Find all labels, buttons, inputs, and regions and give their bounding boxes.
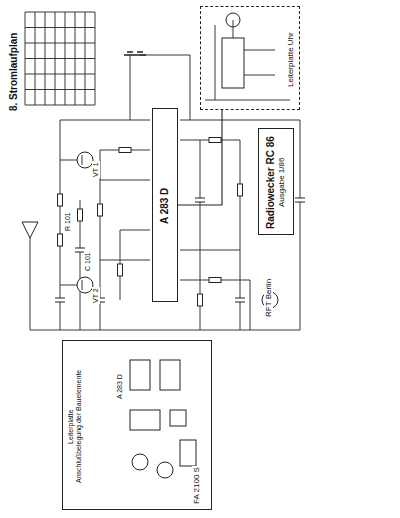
wire (82, 280, 83, 290)
resistor-symbol (119, 148, 131, 153)
wire (60, 285, 77, 286)
pinout-symbol (170, 410, 186, 426)
wire (60, 160, 77, 161)
resistor-symbol (238, 184, 243, 196)
wire (100, 260, 150, 261)
wire (300, 120, 301, 330)
pinout-symbol (130, 360, 150, 390)
resistor-symbol (78, 209, 83, 221)
transistor-symbol (77, 277, 93, 293)
wire (82, 155, 83, 165)
resistor-symbol (209, 278, 221, 283)
wire (25, 89, 95, 90)
capacitor-symbol (195, 198, 205, 202)
wire (25, 27, 95, 28)
wire (244, 50, 275, 51)
wire (25, 58, 95, 59)
transistor-symbol (226, 13, 240, 27)
wire (244, 75, 275, 76)
component-label: FA 2100 S (192, 466, 201, 505)
pinout-symbol (157, 462, 173, 478)
wire (60, 120, 150, 121)
wire (180, 280, 250, 330)
node-text: Anschlußbelegung der Bauelemente (75, 367, 83, 484)
wire (25, 43, 95, 44)
node-text: Radiowecker RC 86 (265, 134, 277, 231)
transistor-symbol (77, 152, 93, 168)
node-text: Ausgabe 1/86 (277, 156, 287, 209)
board-outline: Leiterplatte Uhr (200, 6, 300, 110)
wire (30, 330, 60, 331)
wire (25, 74, 95, 75)
battery-symbol (124, 52, 146, 55)
pinout-panel: LeiterplatteAnschlußbelegung der Bauelem… (62, 340, 212, 510)
wire (120, 230, 150, 231)
capacitor-symbol (295, 198, 305, 202)
resistor-symbol (198, 294, 203, 306)
node-text: A 283 D (159, 186, 171, 226)
wire (233, 20, 234, 38)
resistor-symbol (118, 264, 123, 276)
component-label: R 101 (64, 211, 72, 232)
component-label: RFT Berlin (264, 278, 273, 318)
ic-box: A 283 D (152, 108, 178, 302)
page-title: 8. Stromlaufplan (8, 32, 20, 112)
component-label: C 101 (84, 251, 92, 272)
clock-ic (222, 38, 244, 88)
wire (60, 330, 300, 331)
resistor-symbol (209, 138, 221, 143)
wire (25, 105, 95, 106)
wire (30, 238, 31, 330)
wire (180, 250, 240, 251)
wire (25, 12, 95, 13)
capacitor-symbol (235, 298, 245, 302)
component-label: VT 2 (92, 287, 100, 304)
title-block: Radiowecker RC 86Ausgabe 1/86 (258, 128, 294, 235)
component-label: VT 1 (92, 161, 100, 178)
wire (205, 100, 290, 101)
component-label: A 283 D (116, 373, 124, 400)
pinout-symbol (130, 410, 160, 430)
pinout-symbol (132, 454, 148, 470)
pinout-symbol (160, 360, 180, 390)
wire (130, 55, 131, 120)
resistor-symbol (58, 194, 63, 206)
node-text: Leiterplatte Uhr (286, 30, 296, 89)
wire (215, 25, 216, 100)
wire (100, 180, 150, 181)
resistor-symbol (98, 204, 103, 216)
resistor-symbol (58, 234, 63, 246)
capacitor-symbol (55, 298, 65, 302)
antenna-symbol (22, 222, 38, 238)
pinout-symbol (180, 440, 196, 466)
connector-wire (178, 110, 222, 205)
wire (180, 120, 300, 121)
